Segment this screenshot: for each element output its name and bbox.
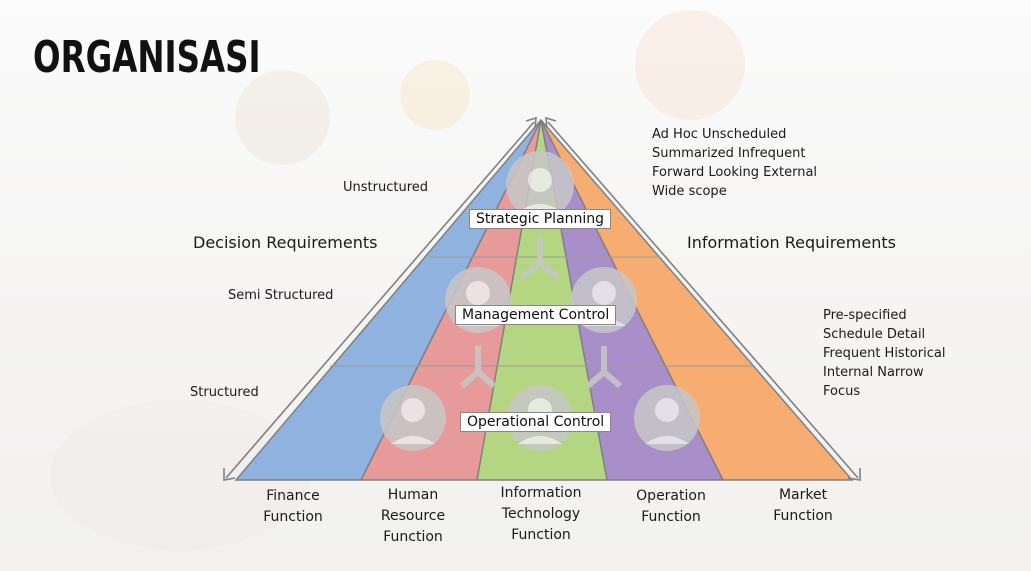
function-label-human-resource: Human Resource Function (371, 485, 455, 548)
background-circle (235, 70, 330, 165)
band-label-management-control: Management Control (455, 305, 617, 325)
it-column (477, 120, 607, 480)
function-label-operation: Operation Function (625, 486, 717, 528)
person-icon (380, 385, 446, 451)
function-line: Function (641, 509, 701, 525)
background-circle (635, 10, 745, 120)
info-bottom-item: Focus (823, 384, 861, 399)
function-line: Function (511, 527, 571, 543)
page-title: ORGANISASI (33, 32, 261, 83)
function-line: Function (773, 508, 833, 524)
function-line: Market (778, 487, 828, 503)
info-top-item: Forward Looking External (652, 165, 818, 180)
function-line: Finance (266, 488, 320, 504)
person-icon (506, 151, 574, 219)
information-requirements-heading: Information Requirements (687, 233, 896, 252)
info-top-item: Summarized Infrequent (652, 146, 806, 161)
info-top-list: Ad Hoc Unscheduled Summarized Infrequent… (652, 125, 817, 201)
function-line: Human (387, 487, 439, 503)
band-label-operational-control: Operational Control (460, 412, 612, 432)
info-top-item: Ad Hoc Unscheduled (652, 127, 787, 142)
decision-level-unstructured: Unstructured (343, 180, 429, 195)
info-top-item: Wide scope (652, 184, 727, 199)
decision-level-semi-structured: Semi Structured (228, 288, 334, 303)
function-label-market: Market Function (760, 485, 846, 527)
info-bottom-list: Pre-specified Schedule Detail Frequent H… (823, 306, 945, 401)
left-arrow (223, 116, 537, 481)
info-bottom-item: Frequent Historical (823, 346, 946, 361)
person-icon (634, 385, 700, 451)
function-line: Information (500, 485, 582, 501)
function-label-finance: Finance Function (252, 486, 334, 528)
function-line: Technology (501, 506, 581, 522)
function-line: Function (383, 529, 443, 545)
right-arrow (545, 116, 861, 481)
info-bottom-item: Schedule Detail (823, 327, 926, 342)
function-label-information-technology: Information Technology Function (488, 483, 594, 546)
background-circle (400, 60, 470, 130)
info-bottom-item: Internal Narrow (823, 365, 924, 380)
band-label-strategic-planning: Strategic Planning (469, 209, 612, 229)
connector-lines (460, 237, 622, 389)
decision-requirements-heading: Decision Requirements (193, 233, 378, 252)
function-line: Operation (636, 488, 706, 504)
decision-level-structured: Structured (190, 385, 259, 400)
info-bottom-item: Pre-specified (823, 308, 907, 323)
function-line: Resource (380, 508, 446, 524)
function-line: Function (263, 509, 323, 525)
